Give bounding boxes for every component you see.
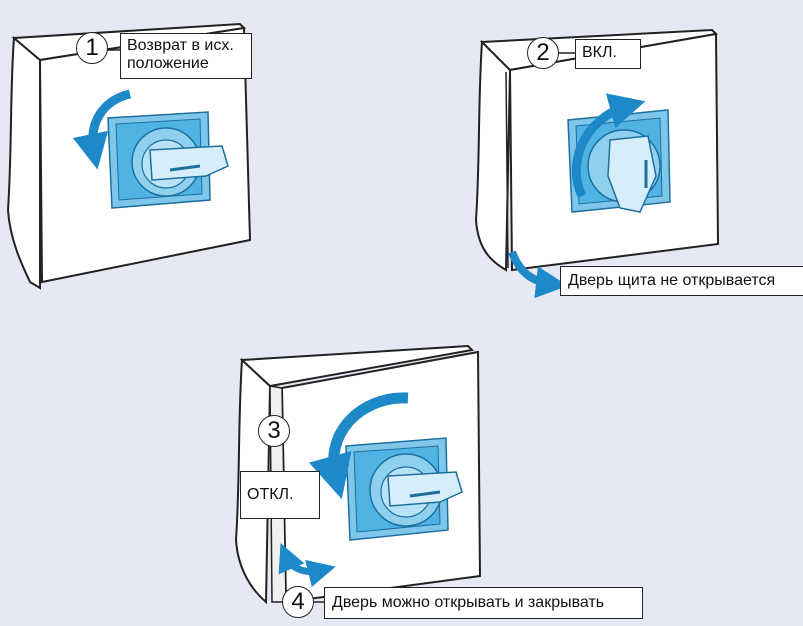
door-locked-note: Дверь щита не открывается [560,266,803,296]
step-2-number: 2 [527,37,559,69]
step-4-number: 4 [282,586,314,618]
step-1-label: Возврат в исх. положение [120,33,252,79]
panel-3-rotary-handle-icon [346,438,462,540]
panel-2-rotary-handle-icon [568,110,670,212]
step-2-label: ВКЛ. [575,39,641,69]
step-3-number: 3 [258,415,290,447]
step-3-label: ОТКЛ. [240,471,320,519]
step-1-number: 1 [76,32,108,64]
step-4-label: Дверь можно открывать и закрывать [324,587,643,619]
